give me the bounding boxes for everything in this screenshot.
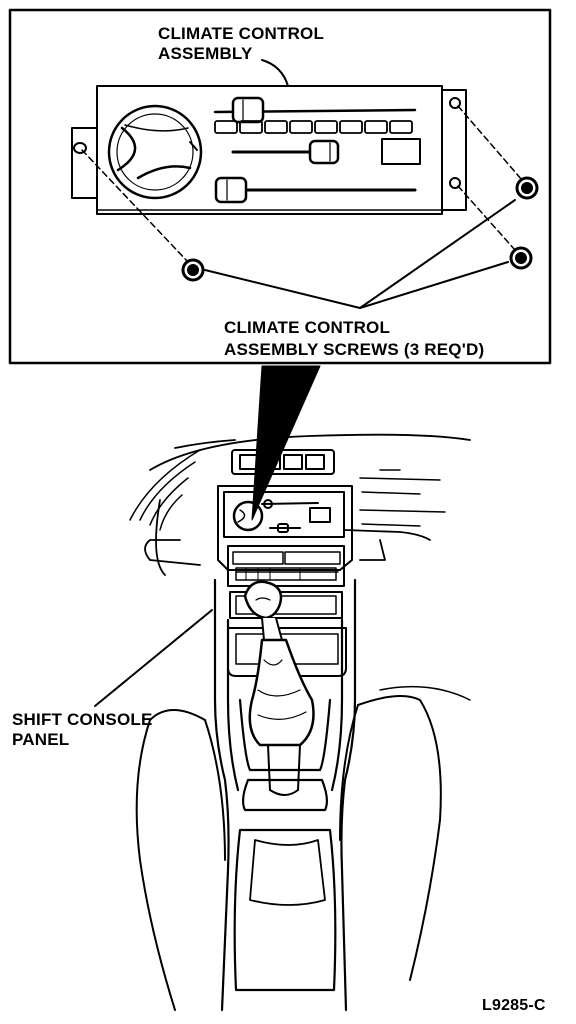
hatching-right [359, 469, 446, 527]
shift-boot [248, 638, 315, 747]
figure-id: L9285-C [482, 997, 546, 1014]
screw-alignment-lines [81, 105, 523, 263]
left-seat [135, 709, 226, 1011]
magnification-wedge [251, 365, 321, 521]
screws-label-line2: ASSEMBLY SCREWS (3 REQ'D) [224, 340, 485, 359]
center-vents [231, 449, 335, 475]
leader-lines [94, 59, 516, 707]
top-slider-knob [231, 96, 265, 124]
screw [181, 258, 205, 282]
shift-console-label-line2: PANEL [12, 730, 70, 749]
right-seat [339, 685, 471, 981]
bottom-slider-knob [214, 176, 248, 204]
detail-inset-frame [8, 8, 552, 365]
screw [509, 246, 533, 270]
middle-slider-knob [308, 139, 340, 165]
climate-control-assembly-label-line2: ASSEMBLY [158, 44, 253, 63]
climate-control-assembly-detail [71, 85, 467, 215]
hatching-left [129, 449, 201, 531]
screws-label-line1: CLIMATE CONTROL [224, 318, 391, 337]
screw [515, 176, 539, 200]
climate-control-assembly-label-line1: CLIMATE CONTROL [158, 24, 325, 43]
mode-button-row [214, 120, 413, 134]
indicator-window [381, 138, 421, 165]
center-console [217, 485, 353, 677]
rotary-knob [107, 104, 203, 200]
dashboard-outline [144, 433, 471, 576]
shift-console-label-line1: SHIFT CONSOLE [12, 710, 153, 729]
shift-lever [243, 580, 315, 796]
